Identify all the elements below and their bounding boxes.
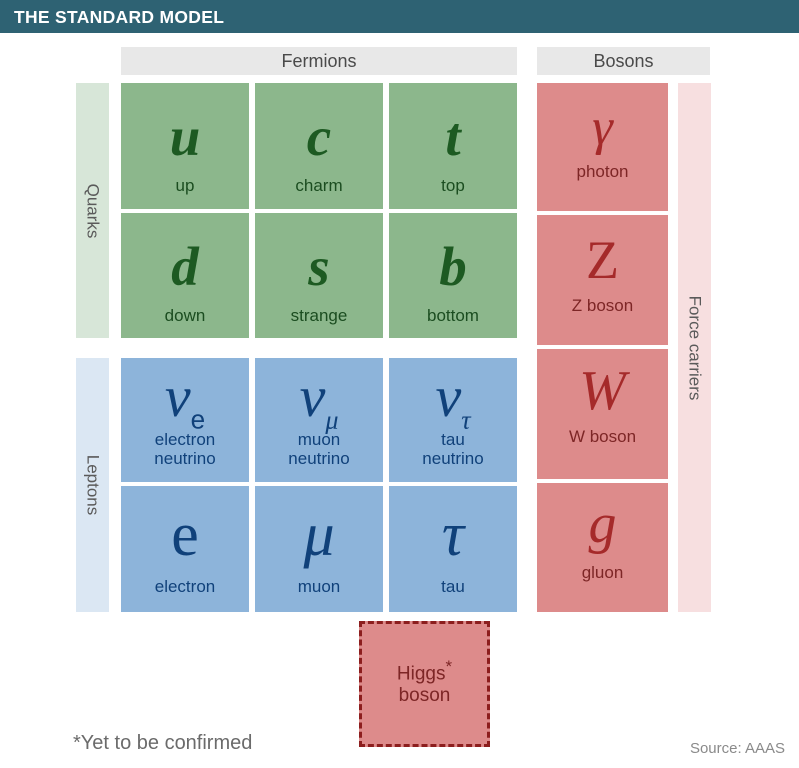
particle-cell-tau[interactable]: τ tau	[389, 486, 517, 612]
particle-symbol: t	[445, 106, 461, 167]
side-label-force-carriers-text: Force carriers	[685, 295, 705, 400]
particle-symbol: u	[169, 106, 201, 167]
particle-symbol: s	[308, 236, 330, 297]
side-label-leptons-text: Leptons	[83, 454, 103, 516]
particle-symbol: γ	[592, 99, 613, 156]
particle-cell-gluon[interactable]: g gluon	[537, 483, 668, 612]
particle-symbol: Z	[586, 230, 619, 290]
particle-name: gluon	[581, 563, 624, 582]
particle-cell-higgs-boson[interactable]: Higgs*boson	[359, 621, 490, 747]
particle-name: Higgs*boson	[396, 657, 453, 706]
particle-cell-bottom[interactable]: b bottom	[389, 213, 517, 338]
particle-name: up	[175, 176, 195, 195]
particle-cell-w-boson[interactable]: W W boson	[537, 349, 668, 479]
particle-cell-electron[interactable]: e electron	[121, 486, 249, 612]
source-credit: Source: AAAS	[689, 740, 785, 757]
side-label-leptons: Leptons	[76, 358, 109, 612]
side-label-quarks-text: Quarks	[83, 183, 103, 238]
particle-symbol: νμ	[299, 364, 339, 435]
particle-name: charm	[295, 176, 343, 195]
particle-name: down	[164, 306, 206, 325]
particle-name: tau	[441, 577, 465, 596]
group-header-bosons-label: Bosons	[593, 50, 654, 71]
particle-name: bottom	[427, 306, 479, 325]
particle-symbol: νe	[164, 364, 206, 435]
particle-symbol: e	[171, 501, 199, 569]
particle-symbol: b	[439, 236, 467, 297]
particle-cell-charm[interactable]: c charm	[255, 83, 383, 209]
particle-symbol: W	[579, 360, 626, 422]
particle-symbol: μ	[303, 501, 335, 569]
particle-symbol: τ	[441, 501, 465, 569]
group-header-fermions-label: Fermions	[281, 50, 357, 71]
particle-name: W boson	[568, 427, 637, 446]
particle-symbol: ντ	[435, 364, 471, 435]
particle-name: electron	[154, 577, 216, 596]
particle-cell-z-boson[interactable]: Z Z boson	[537, 215, 668, 345]
particle-symbol: d	[171, 236, 199, 297]
particle-cell-muon[interactable]: μ muon	[255, 486, 383, 612]
group-header-bosons: Bosons	[537, 47, 710, 75]
particle-cell-photon[interactable]: γ photon	[537, 83, 668, 211]
group-header-fermions: Fermions	[121, 47, 517, 75]
particle-name: top	[441, 176, 465, 195]
page-title: THE STANDARD MODEL	[14, 7, 225, 27]
title-bar: THE STANDARD MODEL	[0, 0, 799, 33]
side-label-force-carriers: Force carriers	[678, 83, 711, 612]
higgs-footnote-marker: *	[445, 657, 453, 676]
particle-name: Z boson	[571, 296, 634, 315]
particle-cell-top[interactable]: t top	[389, 83, 517, 209]
particle-name: photon	[576, 162, 629, 181]
particle-symbol: g	[588, 493, 617, 555]
particle-cell-up[interactable]: u up	[121, 83, 249, 209]
particle-symbol: c	[306, 106, 332, 167]
side-label-quarks: Quarks	[76, 83, 109, 338]
particle-cell-down[interactable]: d down	[121, 213, 249, 338]
footnote-text: *Yet to be confirmed	[73, 732, 253, 754]
particle-name: strange	[290, 306, 348, 325]
particle-cell-strange[interactable]: s strange	[255, 213, 383, 338]
particle-name: muon	[297, 577, 341, 596]
